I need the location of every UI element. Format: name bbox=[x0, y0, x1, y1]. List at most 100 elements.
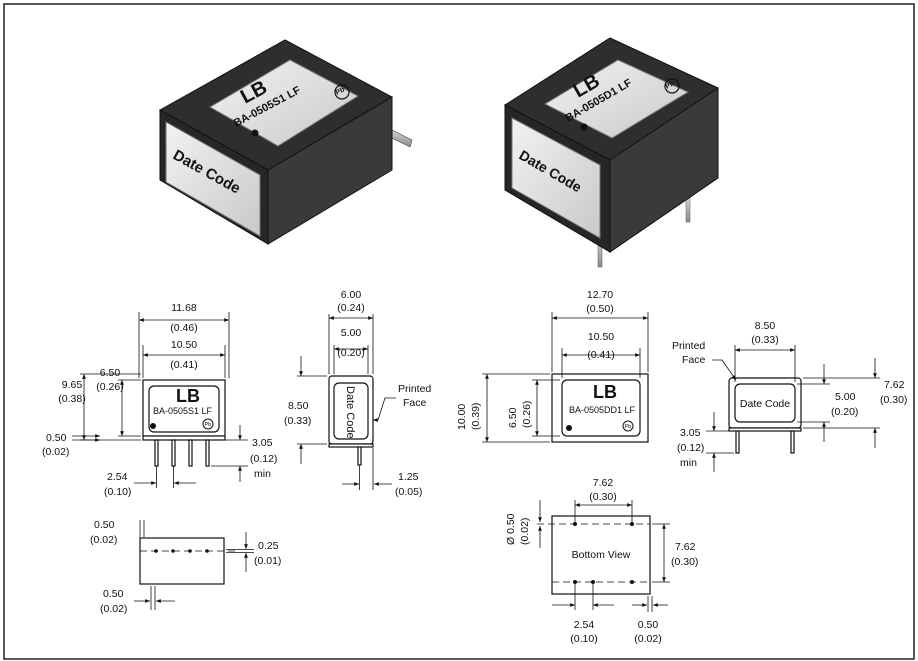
dim-dip-edge-in: (0.02) bbox=[634, 633, 661, 645]
dim-dip-pin-dia: Ø 0.50 bbox=[505, 513, 517, 545]
sip-front-standoff bbox=[142, 435, 226, 441]
dim-dip-side-h-inner: 5.00 bbox=[835, 391, 856, 403]
dim-sip-height-total: 9.65 bbox=[62, 379, 83, 391]
dip-front-view: LB BA-0505DD1 LF Pb 12.70 (0.50) 10.50 (… bbox=[456, 289, 649, 443]
brand-logo: LB bbox=[176, 386, 200, 406]
dim-sip-bottom-bottom-offset: 0.50 bbox=[103, 588, 124, 600]
pb-free-mark: Pb bbox=[335, 86, 346, 96]
sip-bottom-pin bbox=[188, 549, 192, 553]
sip-side-standoff bbox=[328, 443, 374, 448]
printed-face-label: Printed bbox=[398, 383, 431, 395]
brand-logo: LB bbox=[593, 382, 617, 402]
pin1-dot bbox=[580, 123, 588, 131]
dim-dip-pitch: 2.54 bbox=[574, 619, 595, 631]
dip-side-standoff bbox=[728, 427, 802, 432]
dim-sip-standoff: 0.50 bbox=[46, 432, 67, 444]
sip-bottom-body bbox=[139, 537, 225, 585]
dim-dip-height-total: 10.00 bbox=[456, 404, 468, 430]
pb-free-icon bbox=[622, 420, 634, 432]
sip-front-label-area bbox=[148, 385, 220, 433]
dim-sip-pin-offset-in: (0.05) bbox=[395, 486, 422, 498]
dim-dip-row-pitch: 7.62 bbox=[593, 477, 614, 489]
dim-sip-depth-inner-in: (0.20) bbox=[337, 347, 364, 359]
sip-bottom-view: 0.50 (0.02) 0.25 (0.01) 0.50 (0.02) bbox=[90, 519, 281, 615]
dip-bottom-pin bbox=[573, 580, 577, 584]
pin1-dot bbox=[251, 129, 259, 137]
dim-dip-height-body: 6.50 bbox=[507, 407, 519, 428]
dim-dip-height-body-in: (0.26) bbox=[521, 401, 533, 428]
sip-pin bbox=[154, 439, 159, 467]
printed-face-label: Printed bbox=[672, 340, 705, 352]
dip-bottom-view: Bottom View 7.62 (0.30) 7.62 (0.30) Ø 0.… bbox=[505, 477, 698, 645]
dim-dip-pin-length-in: (0.12) bbox=[677, 442, 704, 454]
sip-pin bbox=[205, 439, 210, 467]
dim-sip-pin-offset: 1.25 bbox=[398, 471, 419, 483]
sip-bottom-pin bbox=[154, 549, 158, 553]
dim-dip-width-outer: 12.70 bbox=[587, 289, 613, 301]
dim-dip-side-width: 8.50 bbox=[755, 320, 776, 332]
dim-sip-height-total-in: (0.38) bbox=[58, 393, 85, 405]
dip-front-part-marking: BA-0505DD1 LF bbox=[569, 405, 636, 415]
dip-front-label-area bbox=[561, 379, 641, 437]
printed-face-label: Face bbox=[403, 397, 427, 409]
dip-bottom-pin bbox=[630, 580, 634, 584]
pb-free-icon bbox=[334, 84, 350, 100]
sip-module-photo: LB BA-0505S1 LF Pb Date Code bbox=[158, 39, 413, 245]
dim-sip-standoff-in: (0.02) bbox=[42, 446, 69, 458]
dim-dip-width-inner-in: (0.41) bbox=[587, 349, 614, 361]
dim-sip-height-body-in: (0.26) bbox=[96, 381, 123, 393]
dim-dip-side-h-outer-in: (0.30) bbox=[880, 394, 907, 406]
dim-dip-pitch-in: (0.10) bbox=[570, 633, 597, 645]
dim-dip-pin-dia-in: (0.02) bbox=[519, 518, 531, 545]
sip-side-view: Date Code 6.00 (0.24) 5.00 (0.20) 8.50 (… bbox=[284, 289, 431, 498]
dim-sip-depth-outer-in: (0.24) bbox=[337, 302, 364, 314]
dim-sip-bottom-bottom-offset-in: (0.02) bbox=[100, 603, 127, 615]
dim-dip-side-h-outer: 7.62 bbox=[884, 379, 905, 391]
sip-bottom-pin bbox=[205, 549, 209, 553]
sip-side-label-area bbox=[333, 382, 369, 440]
dip-module-photo: LB BA-0505D1 LF Pb Date Code bbox=[504, 37, 720, 268]
dim-sip-pin-length-min: min bbox=[254, 468, 271, 480]
sip-pin bbox=[171, 439, 176, 467]
dim-sip-height-body: 6.50 bbox=[100, 367, 121, 379]
sip-side-pin bbox=[357, 446, 362, 466]
sip-photo-date-label bbox=[165, 121, 261, 237]
dip-bottom-pin bbox=[591, 580, 595, 584]
sip-side-date-code: Date Code bbox=[344, 386, 356, 439]
pb-free-mark: Pb bbox=[625, 424, 632, 430]
dim-dip-side-width-in: (0.33) bbox=[751, 334, 778, 346]
dim-sip-bottom-top-offset-in: (0.02) bbox=[90, 534, 117, 546]
dim-sip-pitch: 2.54 bbox=[107, 471, 128, 483]
dip-side-label-area bbox=[734, 383, 796, 423]
dim-sip-width-outer-in: (0.46) bbox=[170, 322, 197, 334]
sip-front-part-marking: BA-0505S1 LF bbox=[153, 406, 213, 416]
dip-side-pin bbox=[735, 430, 740, 454]
sip-front-view: LB BA-0505S1 LF Pb 11.68 (0.46) 10.50 (0… bbox=[42, 302, 277, 498]
dim-sip-side-height: 8.50 bbox=[288, 400, 309, 412]
sip-bottom-pin bbox=[171, 549, 175, 553]
dim-sip-width-inner-in: (0.41) bbox=[170, 359, 197, 371]
dim-sip-side-height-in: (0.33) bbox=[284, 415, 311, 427]
printed-face-label: Face bbox=[682, 354, 706, 366]
pin1-dot bbox=[566, 425, 572, 431]
dip-side-view: Date Code 8.50 (0.33) Printed Face 5.00 … bbox=[672, 320, 907, 472]
dip-photo-date-label bbox=[511, 117, 601, 239]
dim-sip-depth-inner: 5.00 bbox=[341, 327, 362, 339]
dim-sip-pin-length: 3.05 bbox=[252, 437, 273, 449]
dim-dip-height-total-in: (0.39) bbox=[470, 403, 482, 430]
dip-photo-side bbox=[609, 87, 719, 253]
pin1-dot bbox=[150, 423, 156, 429]
dim-dip-edge: 0.50 bbox=[638, 619, 659, 631]
dip-photo-top-label bbox=[543, 59, 690, 139]
dim-dip-width-outer-in: (0.50) bbox=[586, 303, 613, 315]
pb-free-icon bbox=[202, 418, 214, 430]
bottom-view-title: Bottom View bbox=[572, 549, 631, 561]
dip-side-date-code: Date Code bbox=[740, 398, 790, 410]
pb-free-mark: Pb bbox=[205, 422, 212, 428]
pb-free-mark: Pb bbox=[665, 80, 676, 91]
dim-sip-bottom-top-offset: 0.50 bbox=[94, 519, 115, 531]
sip-pin bbox=[188, 439, 193, 467]
dim-dip-row-spacing: 7.62 bbox=[675, 541, 696, 553]
dip-bottom-pin bbox=[630, 522, 634, 526]
